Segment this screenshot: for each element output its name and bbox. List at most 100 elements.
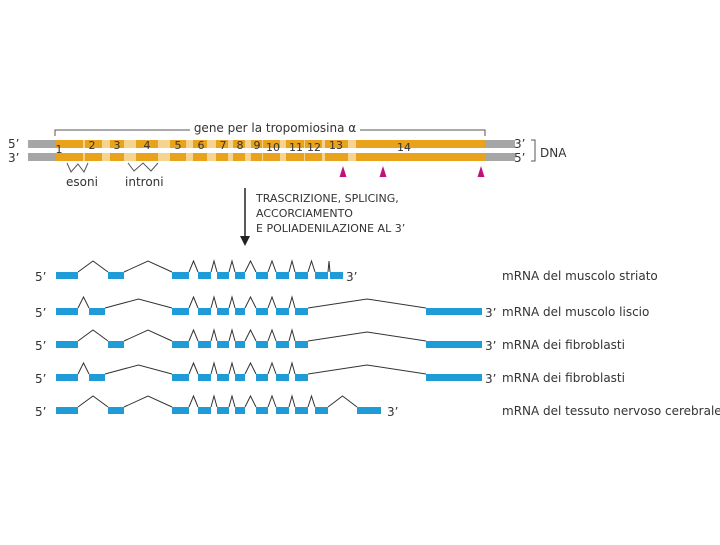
- splice-junction: [77, 295, 90, 309]
- mrna-exon-10: [426, 374, 482, 381]
- splice-junction: [104, 298, 173, 309]
- splice-junction: [188, 394, 199, 408]
- dna-right-bottom-end: 5’: [514, 151, 525, 165]
- polyadenylation-markers: [339, 166, 485, 177]
- dna-bottom-right-flank: [485, 153, 515, 161]
- mrna-exon-3: [172, 341, 189, 348]
- mrna-exon-9: [295, 407, 308, 414]
- splice-junction: [267, 394, 277, 408]
- splice-junction: [307, 259, 316, 273]
- splice-junction: [188, 361, 199, 375]
- mrna-five-prime: 5’: [35, 405, 46, 419]
- dna-exon-top-10: [263, 140, 280, 148]
- exon-number-14: 14: [397, 141, 411, 154]
- dna-exon-bottom-1: [56, 153, 83, 161]
- dna-exon-bottom-4: [136, 153, 158, 161]
- polya-marker-3: [477, 166, 485, 177]
- mrna-three-prime: 3’: [485, 339, 496, 353]
- dna-exon-bottom-3: [110, 153, 124, 161]
- exon-number-4: 4: [144, 139, 151, 152]
- mrna-exon-6: [235, 374, 245, 381]
- splice-junction: [244, 259, 257, 273]
- polya-marker-1: [339, 166, 347, 177]
- splice-junction: [307, 331, 427, 342]
- mrna-row-3: 5’3’mRNA dei fibroblasti: [35, 328, 625, 353]
- mrna-exon-7: [256, 272, 268, 279]
- mrna-exon-2: [108, 407, 124, 414]
- splice-junction: [267, 259, 277, 273]
- splice-junction: [288, 361, 296, 375]
- splice-junction: [228, 361, 236, 375]
- exon-numbers: 1 2 3 4 5 6 7 8 9 10 11 12 13 14: [56, 139, 412, 156]
- mrna-exon-9: [295, 341, 308, 348]
- process-arrow-head: [240, 236, 250, 246]
- gene-title: gene per la tropomiosina α: [194, 121, 356, 135]
- mrna-exon-11: [330, 272, 343, 279]
- mrna-exon-7: [256, 374, 268, 381]
- dna-exon-top-11: [286, 140, 304, 148]
- dna-exon-top-1: [56, 140, 83, 148]
- mrna-exon-9: [295, 374, 308, 381]
- mrna-exon-3: [172, 407, 189, 414]
- mrna-row-label: mRNA dei fibroblasti: [502, 338, 625, 352]
- dna-strands: [28, 140, 515, 161]
- splice-junction: [267, 328, 277, 342]
- mrna-exon-5: [217, 308, 229, 315]
- mrna-exon-5: [217, 272, 229, 279]
- splice-junction: [228, 328, 236, 342]
- dna-exon-top-6: [193, 140, 207, 148]
- mrna-row-label: mRNA del muscolo liscio: [502, 305, 649, 319]
- splice-junction: [307, 364, 427, 375]
- exon-number-12: 12: [307, 141, 321, 154]
- dna-exon-bottom-7: [216, 153, 228, 161]
- dna-exon-top-13: [325, 140, 348, 148]
- splice-junction: [210, 361, 218, 375]
- exon-number-10: 10: [266, 141, 280, 154]
- splice-junction: [327, 395, 358, 408]
- dna-exon-bottom-5: [170, 153, 186, 161]
- exon-number-3: 3: [114, 139, 121, 152]
- splice-junction: [244, 295, 257, 309]
- exon-number-9: 9: [254, 139, 261, 152]
- splice-junction: [188, 259, 199, 273]
- dna-top-left-flank: [28, 140, 56, 148]
- splice-junction: [210, 394, 218, 408]
- splice-junction: [123, 395, 173, 408]
- splice-junction: [288, 328, 296, 342]
- gene-bracket: [54, 129, 486, 136]
- dna-exon-bottom-10: [263, 153, 280, 161]
- mrna-exon-2: [89, 374, 105, 381]
- splice-junction: [244, 361, 257, 375]
- mrna-exon-3: [172, 272, 189, 279]
- mrna-exon-7: [256, 341, 268, 348]
- splice-junction: [244, 394, 257, 408]
- mrna-three-prime: 3’: [485, 306, 496, 320]
- dna-exon-bottom-14: [356, 153, 485, 161]
- mrna-exon-4: [198, 341, 211, 348]
- dna-exon-top-7: [216, 140, 228, 148]
- dna-left-bottom-end: 3’: [8, 151, 19, 165]
- introns-legend-bracket: [127, 162, 159, 172]
- dna-exon-bottom-12: [305, 153, 322, 161]
- splice-junction: [77, 361, 90, 375]
- dna-exon-bottom-9: [251, 153, 262, 161]
- splice-junction: [267, 295, 277, 309]
- mrna-exon-10: [426, 308, 482, 315]
- mrna-exon-6: [235, 407, 245, 414]
- splice-junction: [288, 295, 296, 309]
- dna-exon-top-2: [85, 140, 102, 148]
- mrna-three-prime: 3’: [346, 270, 357, 284]
- splice-junction: [307, 298, 427, 309]
- splice-junction: [188, 295, 199, 309]
- mrna-row-label: mRNA dei fibroblasti: [502, 371, 625, 385]
- mrna-row-2: 5’3’mRNA del muscolo liscio: [35, 295, 649, 320]
- mrna-exon-10: [315, 407, 328, 414]
- exon-number-11: 11: [289, 141, 303, 154]
- mrna-exon-10: [426, 341, 482, 348]
- splice-junction: [210, 328, 218, 342]
- splice-junction: [104, 364, 173, 375]
- splice-junction: [288, 394, 296, 408]
